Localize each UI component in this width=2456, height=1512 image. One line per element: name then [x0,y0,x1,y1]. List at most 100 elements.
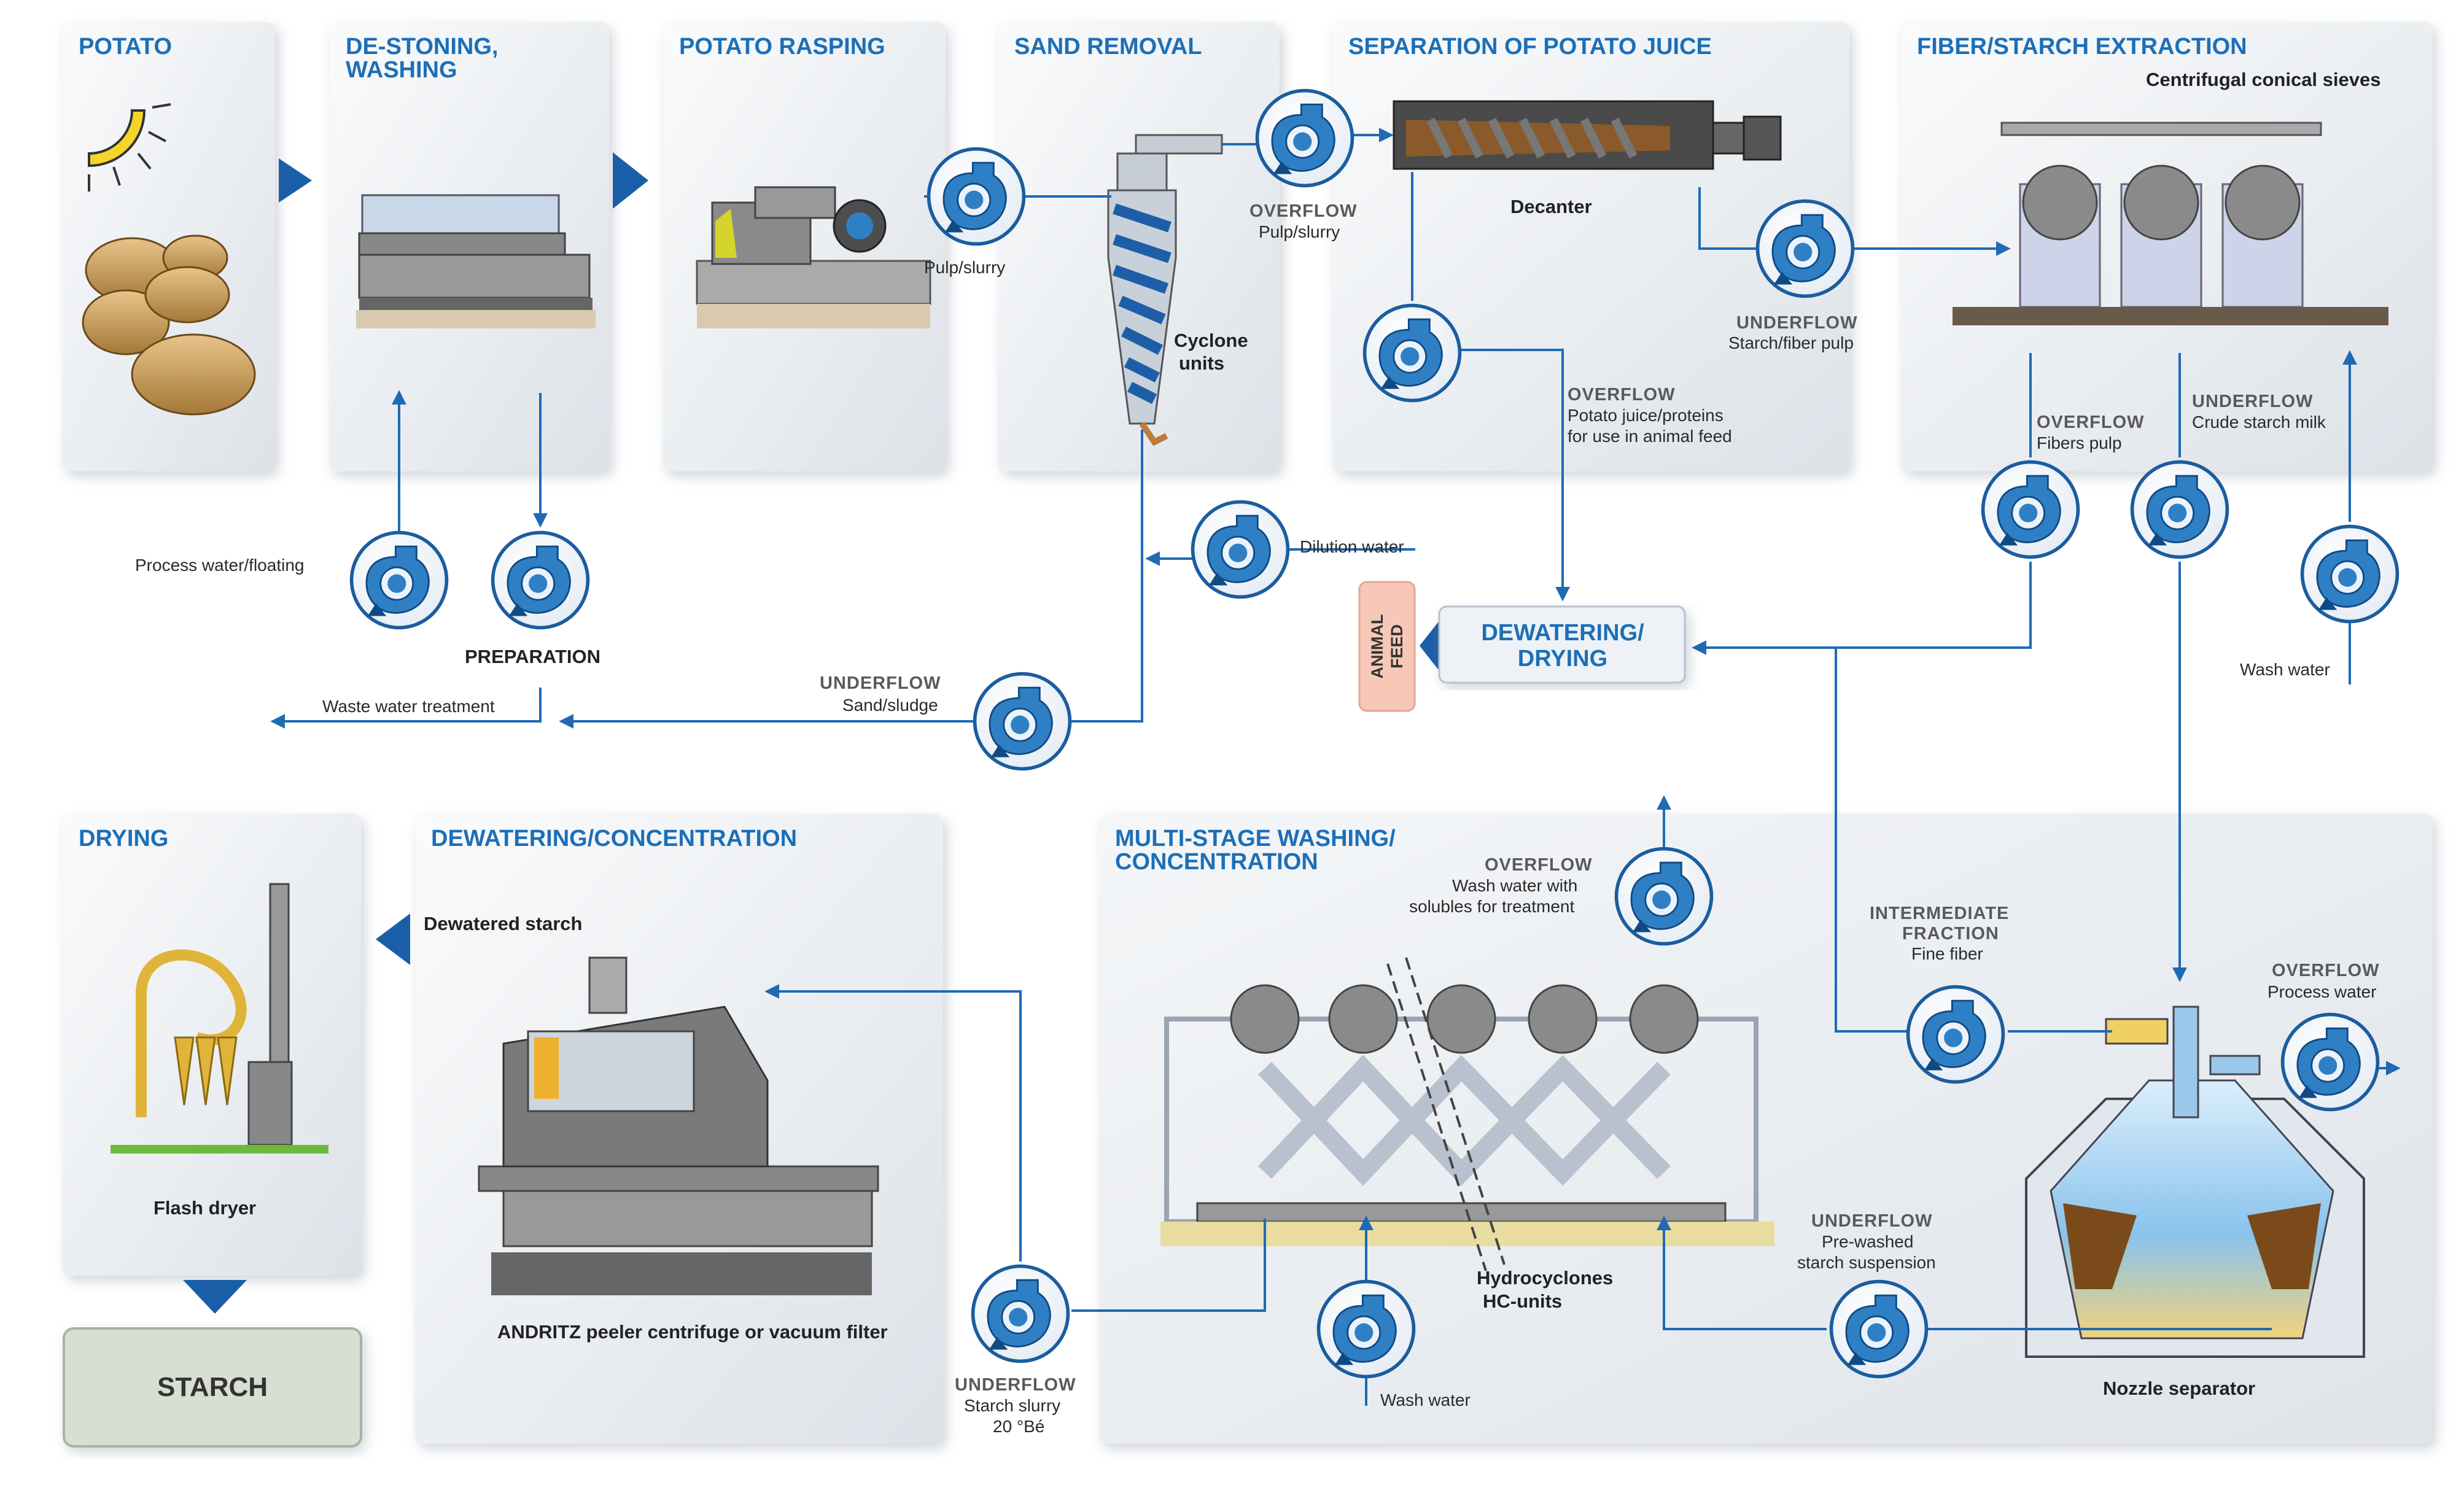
pump-icon [1257,91,1353,186]
panel-rasping: POTATO RASPING [663,22,946,471]
flow-prewashed-to-hc [1657,1215,1827,1330]
cyclone-label-1: Cyclone [1174,330,1248,351]
label-intermediate-2: FRACTION [1902,924,1999,944]
label-sand-sludge: Sand/sludge [842,696,938,715]
panel-title-multistage-2: CONCENTRATION [1115,849,1318,875]
panel-title-potato: POTATO [79,34,172,60]
label-underflow-starch: UNDERFLOW [955,1375,1076,1395]
panel-dewatering-concentration: DEWATERING/CONCENTRATION Dewatered starc… [415,814,943,1444]
label-overflow-hc: OVERFLOW [1485,855,1593,875]
label-prewashed-2: starch suspension [1797,1253,1936,1272]
pump-icon [2302,527,2398,622]
label-baume: 20 °Bé [993,1417,1044,1436]
nozzle-separator-equipment [2025,1006,2365,1358]
label-underflow-sand: UNDERFLOW [820,673,941,693]
pump-icon [1832,1282,1927,1377]
pump-icon [1319,1282,1414,1377]
chevron-left-icon [376,913,410,965]
label-overflow-fibers: OVERFLOW [2037,413,2145,432]
pump-icon [1193,502,1288,597]
pump-icon [352,533,447,628]
label-dilution-water: Dilution water [1300,537,1404,556]
animal-feed-box: ANIMAL FEED [1358,581,1416,712]
label-fibers-pulp: Fibers pulp [2037,433,2122,452]
label-potato-juice-1: Potato juice/proteins [1568,406,1723,425]
label-wash-water-solubles-1: Wash water with [1452,876,1577,895]
label-overflow-pulp-slurry: Pulp/slurry [1259,222,1340,241]
sun-icon [88,103,171,192]
chevron-left-icon [1420,620,1440,672]
panel-title-sand-removal: SAND REMOVAL [1014,34,1202,60]
panel-title-rasping: POTATO RASPING [679,34,885,60]
label-process-water: Process water [2268,982,2376,1001]
flash-dryer-label: Flash dryer [154,1197,256,1219]
hydrocyclone-equipment [1160,957,1774,1271]
washer-equipment [356,194,596,328]
panel-separation: SEPARATION OF POTATO JUICE Decanter [1332,22,1849,471]
pump-icon [1908,987,2003,1082]
pump-icon [929,149,1024,244]
decanter-equipment [1393,100,1782,170]
panel-sand-removal: SAND REMOVAL Cyclone units [998,22,1280,471]
label-fine-fiber: Fine fiber [1911,944,1983,963]
dewatered-starch-label: Dewatered starch [424,913,582,934]
cyclone-label-2: units [1179,352,1224,374]
pump-icon [973,1266,1068,1362]
label-crude-starch-milk: Crude starch milk [2192,413,2326,432]
dewatering-drying-label-2: DRYING [1518,646,1607,672]
pump-icon [1617,849,1712,944]
pump-icon [1365,306,1460,401]
sieves-label: Centrifugal conical sieves [2146,69,2380,90]
flow-hc-underflow [1071,1219,1266,1312]
potato-icon [82,235,256,416]
panel-title-multistage-1: MULTI-STAGE WASHING/ [1115,826,1396,851]
peeler-centrifuge-equipment [478,956,879,1295]
animal-feed-label-1: ANIMAL [1368,614,1386,679]
label-underflow-sieves: UNDERFLOW [2192,392,2313,411]
hydrocyclones-label-2: HC-units [1483,1290,1562,1312]
flow-waste-water [270,688,542,729]
conical-sieves-equipment [1953,122,2388,325]
nozzle-separator-label: Nozzle separator [2103,1378,2255,1399]
cyclone-unit [1107,134,1223,446]
flow-starch-slurry-to-peeler [764,984,1022,1262]
panel-title-destoning-2: WASHING [346,57,457,83]
hydrocyclones-label-1: Hydrocyclones [1477,1267,1613,1289]
dewatering-drying-label-1: DEWATERING/ [1481,620,1644,646]
panel-title-drying: DRYING [79,826,168,851]
flash-dryer-equipment [111,883,328,1153]
panel-title-dewatering-concentration: DEWATERING/CONCENTRATION [431,826,797,851]
label-overflow-decanter-in: OVERFLOW [1249,201,1358,221]
flow-labels: Pulp/slurry OVERFLOW Pulp/slurry UNDERFL… [135,201,2380,1436]
panel-destoning: DE-STONING, WASHING [329,22,609,471]
label-prewashed-1: Pre-washed [1822,1232,1913,1251]
label-process-water-floating: Process water/floating [135,556,304,575]
pump-icon [1983,462,2078,557]
label-overflow-juice: OVERFLOW [1568,385,1676,405]
panel-title-fiber-starch: FIBER/STARCH EXTRACTION [1917,34,2247,60]
flow-decanter-underflow [1698,187,1756,250]
label-starch-slurry: Starch slurry [964,1396,1060,1415]
panel-potato: POTATO [63,22,275,471]
starch-box: STARCH [63,1327,362,1448]
starch-label: STARCH [157,1372,268,1402]
animal-feed-label-2: FEED [1388,624,1406,669]
label-overflow-separator: OVERFLOW [2272,961,2380,980]
label-wash-water-solubles-2: solubles for treatment [1409,897,1574,916]
flow-sand-underflow [1028,430,1143,723]
label-underflow-decanter: UNDERFLOW [1736,313,1857,333]
label-underflow-separator: UNDERFLOW [1811,1211,1932,1231]
pump-icon [493,533,588,628]
label-preparation: PREPARATION [465,646,600,667]
panel-title-separation: SEPARATION OF POTATO JUICE [1348,34,1712,60]
peeler-label: ANDRITZ peeler centrifuge or vacuum filt… [497,1321,888,1343]
label-hc-wash-water: Wash water [1380,1390,1471,1409]
panel-title-destoning-1: DE-STONING, [346,34,498,60]
label-intermediate-1: INTERMEDIATE [1870,904,2009,923]
label-potato-juice-2: for use in animal feed [1568,427,1732,446]
rasper-equipment [696,186,931,328]
flow-intermediate-fraction [1835,648,1910,1033]
dewatering-drying-box: DEWATERING/ DRYING [1438,605,1686,684]
label-pulp-slurry: Pulp/slurry [924,258,1005,277]
